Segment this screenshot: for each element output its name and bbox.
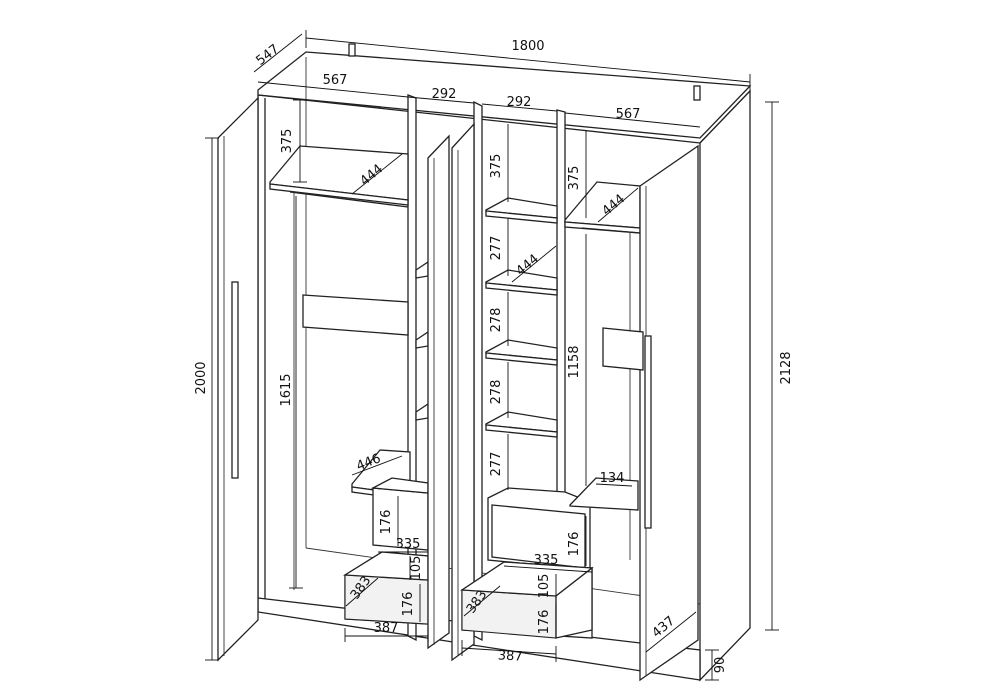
left-door [217, 96, 259, 662]
right-drawer-width-label: 387 [497, 648, 523, 664]
right-section-width-label: 567 [616, 107, 641, 122]
right-section [564, 144, 699, 682]
right-top-gap-label: 375 [567, 166, 582, 191]
right-door [639, 144, 699, 682]
narrow-shelf-gap-5: 277 [489, 452, 504, 477]
narrow-left-width-label: 292 [432, 87, 457, 102]
right-small-shelf-label: 134 [600, 471, 625, 486]
dimension-lines [205, 30, 779, 681]
partition-3 [556, 109, 566, 501]
narrow-right-door [451, 122, 475, 662]
left-top-gap-label: 375 [280, 129, 295, 154]
partition-2 [473, 100, 483, 642]
left-drawer-front-label: 176 [379, 510, 394, 535]
plinth-height-label: 90 [713, 657, 728, 674]
narrow-shelf-gap-3: 278 [489, 308, 504, 333]
left-hanging-panel [302, 294, 409, 336]
left-drawer-inner-width-label: 335 [396, 537, 421, 552]
overall-depth-label: 547 [253, 42, 282, 69]
left-door-handle [231, 281, 239, 479]
mount-bracket-left [348, 43, 356, 57]
right-hanging-label: 1158 [567, 345, 582, 378]
right-drawer-front-label: 176 [567, 532, 582, 557]
left-drawer-bottom-label: 176 [401, 592, 416, 617]
right-drawer-side-label: 105 [537, 574, 552, 599]
narrow-left-section [415, 134, 450, 650]
right-small-shelf [569, 477, 639, 511]
right-drawer-bottom-label: 176 [537, 610, 552, 635]
narrow-right-width-label: 292 [507, 95, 532, 110]
left-drawer-side-label: 105 [409, 556, 424, 581]
narrow-left-door [427, 134, 450, 650]
overall-width-label: 1800 [511, 39, 544, 54]
narrow-shelf-gap-2: 277 [489, 236, 504, 261]
mount-bracket-right [693, 85, 701, 101]
narrow-shelf-gap-1: 375 [489, 154, 504, 179]
overall-height-label: 2128 [779, 351, 794, 384]
top-panel [257, 51, 752, 139]
door-height-label: 2000 [194, 361, 209, 394]
left-hanging-label: 1615 [279, 373, 294, 406]
right-door-handle [644, 335, 652, 529]
right-door-handle-panel [602, 327, 644, 371]
left-section-width-label: 567 [323, 73, 348, 88]
narrow-shelf-gap-4: 278 [489, 380, 504, 405]
right-drawer-inner-width-label: 335 [534, 553, 559, 568]
narrow-right-shelves [485, 197, 558, 438]
left-drawer-width-label: 387 [374, 621, 399, 636]
narrow-right-section [451, 122, 594, 662]
right-side-panel [699, 89, 751, 682]
